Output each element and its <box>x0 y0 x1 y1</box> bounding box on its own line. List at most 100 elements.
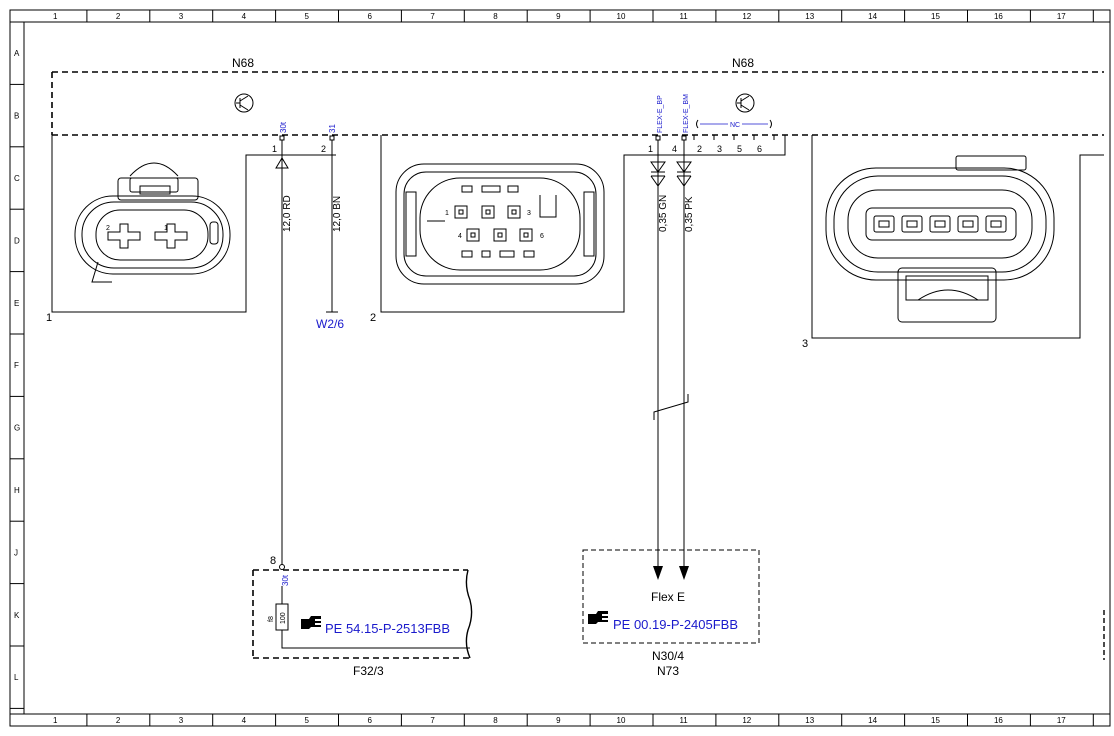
connector-number: 2 <box>370 312 376 324</box>
transistor-icon <box>735 93 755 113</box>
module-n68: N68 N68 <box>51 56 1104 136</box>
column-label: 3 <box>179 716 184 725</box>
column-label: 7 <box>430 12 435 21</box>
wire-label: 12,0 BN <box>332 196 343 232</box>
fuse-pin: 8 <box>270 555 276 567</box>
column-ruler: 1122334455667788991010111112121313141415… <box>53 10 1094 726</box>
column-label: 12 <box>742 12 751 21</box>
pin-number: 6 <box>757 144 762 154</box>
connector-face-drawing <box>74 162 231 283</box>
connector-2: 2 1 3 4 6 <box>370 135 660 324</box>
pin-signal: FLEX-E_BP <box>657 95 664 133</box>
column-label: 2 <box>116 716 121 725</box>
row-label: C <box>14 174 20 183</box>
fuse-symbol <box>275 603 289 631</box>
column-label: 16 <box>994 716 1003 725</box>
transistor-icon <box>234 93 254 113</box>
outer-frame <box>9 9 1111 727</box>
column-label: 17 <box>1057 12 1066 21</box>
column-label: 10 <box>617 12 626 21</box>
ground-label: W2/6 <box>316 317 344 331</box>
column-label: 2 <box>116 12 121 21</box>
connector-face-drawing <box>825 155 1055 323</box>
pointing-hand-icon <box>588 611 608 624</box>
column-label: 11 <box>679 12 688 21</box>
twisted-pair-marker <box>653 394 689 420</box>
column-label: 15 <box>931 12 940 21</box>
face-pin-number: 2 <box>106 225 110 232</box>
row-label: H <box>14 486 20 495</box>
pin-number: 2 <box>321 144 326 154</box>
row-label: L <box>14 673 19 682</box>
wire-label: 0,35 PK <box>684 196 695 232</box>
connector-number: 1 <box>46 312 52 324</box>
column-label: 9 <box>556 12 561 21</box>
connector-3: 3 <box>802 135 1104 350</box>
module-label-left: N68 <box>232 56 254 70</box>
fuse-signal: 30t <box>281 574 290 586</box>
nc-label: NC <box>730 122 740 129</box>
column-label: 13 <box>805 12 814 21</box>
column-label: 13 <box>805 716 814 725</box>
wire-gn: 0,35 GN <box>650 140 669 580</box>
fusebox-name: F32/3 <box>353 664 384 678</box>
row-label: G <box>14 424 20 433</box>
column-label: 10 <box>617 716 626 725</box>
pin-signal: FLEX-E_BM <box>683 94 690 133</box>
pin-number: 1 <box>648 144 653 154</box>
column-label: 17 <box>1057 716 1066 725</box>
flex-e-title: Flex E <box>651 590 685 604</box>
column-label: 1 <box>53 12 58 21</box>
column-label: 15 <box>931 716 940 725</box>
connector-1: 1 1 2 30t 31 2 1 <box>46 121 337 324</box>
column-label: 11 <box>679 716 688 725</box>
fusebox-f32-3: 8 30t 100 f8 PE 54.15-P-2513FBB F32/3 <box>252 555 473 678</box>
face-pin-number: 1 <box>445 210 449 217</box>
component-name: N30/4 <box>652 649 684 663</box>
column-label: 4 <box>242 716 247 725</box>
pin-number: 1 <box>272 144 277 154</box>
pin-number: 5 <box>737 144 742 154</box>
fuse-reference-link[interactable]: PE 54.15-P-2513FBB <box>325 621 450 636</box>
column-label: 9 <box>556 716 561 725</box>
pin-number: 2 <box>697 144 702 154</box>
pin-signal: 31 <box>328 124 337 133</box>
row-label: F <box>14 361 19 370</box>
row-label: A <box>14 49 20 58</box>
row-label: D <box>14 236 20 245</box>
flex-e-reference-link[interactable]: PE 00.19-P-2405FBB <box>613 617 738 632</box>
column-label: 8 <box>493 12 498 21</box>
row-ruler: A B C D E F G H J K L <box>10 49 24 709</box>
wire-label: 12,0 RD <box>282 195 293 232</box>
pin-number: 3 <box>717 144 722 154</box>
column-label: 6 <box>367 12 372 21</box>
column-label: 3 <box>179 12 184 21</box>
column-label: 8 <box>493 716 498 725</box>
row-label: E <box>14 299 19 308</box>
column-label: 4 <box>242 12 247 21</box>
wire-bn: 12,0 BN W2/6 <box>316 140 344 331</box>
connector-face-drawing <box>395 163 605 285</box>
column-label: 5 <box>305 716 310 725</box>
wire-label: 0,35 GN <box>658 195 669 232</box>
pin-signal: 30t <box>279 121 288 133</box>
fuse-id: f8 <box>268 616 275 622</box>
row-label: K <box>14 611 20 620</box>
module-label-right: N68 <box>732 56 754 70</box>
column-label: 1 <box>53 716 58 725</box>
row-label: J <box>14 548 18 557</box>
column-label: 14 <box>868 12 877 21</box>
component-name: N73 <box>657 664 679 678</box>
column-label: 16 <box>994 12 1003 21</box>
column-label: 14 <box>868 716 877 725</box>
row-label: B <box>14 112 19 121</box>
pointing-hand-icon <box>301 616 321 629</box>
wire-pk: 0,35 PK <box>676 140 695 580</box>
column-label: 5 <box>305 12 310 21</box>
face-pin-number: 3 <box>527 210 531 217</box>
pin-number: 4 <box>672 144 677 154</box>
connector-pin-strip: NC FLEX-E_BP FLEX-E_BM 1 4 2 3 5 6 <box>624 94 786 156</box>
column-label: 12 <box>742 716 751 725</box>
